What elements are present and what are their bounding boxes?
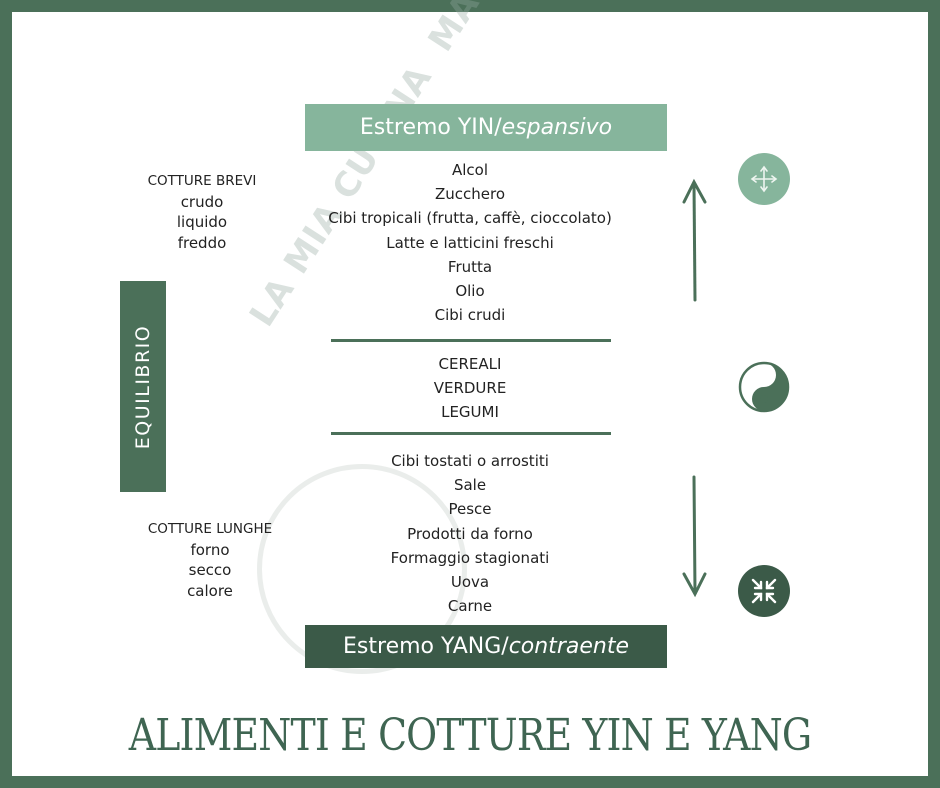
list-item: Sale (453, 476, 487, 495)
list-item: Prodotti da forno (407, 524, 533, 543)
yin-header-label: Estremo YIN/ (359, 115, 502, 140)
list-item: Latte e latticini freschi (386, 233, 554, 252)
list-item: CEREALI (438, 355, 502, 373)
list-item: forno (190, 540, 230, 559)
list-item: Carne (447, 597, 493, 616)
yang-food-list: Cibi tostati o arrostiti Sale Pesce Prod… (282, 449, 658, 618)
list-item: Cibi crudi (434, 306, 506, 325)
watermark-circle (257, 464, 467, 674)
list-item: crudo (180, 192, 224, 211)
list-item: Frutta (447, 257, 493, 276)
list-item: Pesce (448, 500, 492, 519)
arrow-down-icon (682, 475, 707, 598)
equilibrium-label: EQUILIBRIO (132, 324, 154, 449)
list-item: Formaggio stagionati (390, 548, 550, 567)
short-cooking: COTTURE BREVI crudo liquido freddo (132, 171, 272, 253)
list-item: LEGUMI (441, 403, 499, 422)
list-item: Cibi tropicali (frutta, caffè, cioccolat… (328, 209, 612, 228)
list-item: calore (187, 581, 233, 600)
long-cooking: COTTURE LUNGHE forno secco calore (130, 519, 290, 601)
yin-yang-icon (738, 361, 790, 413)
divider-top (331, 339, 611, 342)
yin-header-emphasis: espansivo (501, 115, 613, 140)
arrow-up-icon (682, 178, 707, 302)
long-cooking-title: COTTURE LUNGHE (147, 521, 273, 537)
divider-bottom (331, 432, 611, 435)
yin-header: Estremo YIN/espansivo (305, 104, 667, 151)
yang-header-label: Estremo YANG/ (343, 634, 509, 659)
infographic: LA MIA CUCINA MACROEASY Estremo YIN/espa… (12, 0, 928, 776)
equilibrium-bar: EQUILIBRIO (120, 281, 166, 492)
expand-icon (738, 153, 790, 205)
yang-header-emphasis: contraente (508, 634, 629, 659)
yang-header: Estremo YANG/contraente (305, 625, 667, 668)
list-item: Uova (450, 573, 490, 592)
list-item: Zucchero (434, 185, 506, 204)
list-item: freddo (177, 233, 227, 252)
list-item: secco (188, 561, 232, 579)
balance-food-list: CEREALI VERDURE LEGUMI (282, 352, 658, 425)
contract-icon (738, 565, 790, 617)
list-item: VERDURE (433, 379, 507, 398)
main-title: ALIMENTI E COTTURE YIN E YANG (128, 710, 812, 761)
list-item: Cibi tostati o arrostiti (391, 452, 549, 470)
yin-food-list: Alcol Zucchero Cibi tropicali (frutta, c… (282, 158, 658, 327)
arrows (682, 178, 707, 598)
list-item: Olio (455, 282, 485, 301)
short-cooking-title: COTTURE BREVI (147, 173, 257, 189)
list-item: liquido (176, 213, 228, 231)
list-item: Alcol (451, 161, 489, 179)
